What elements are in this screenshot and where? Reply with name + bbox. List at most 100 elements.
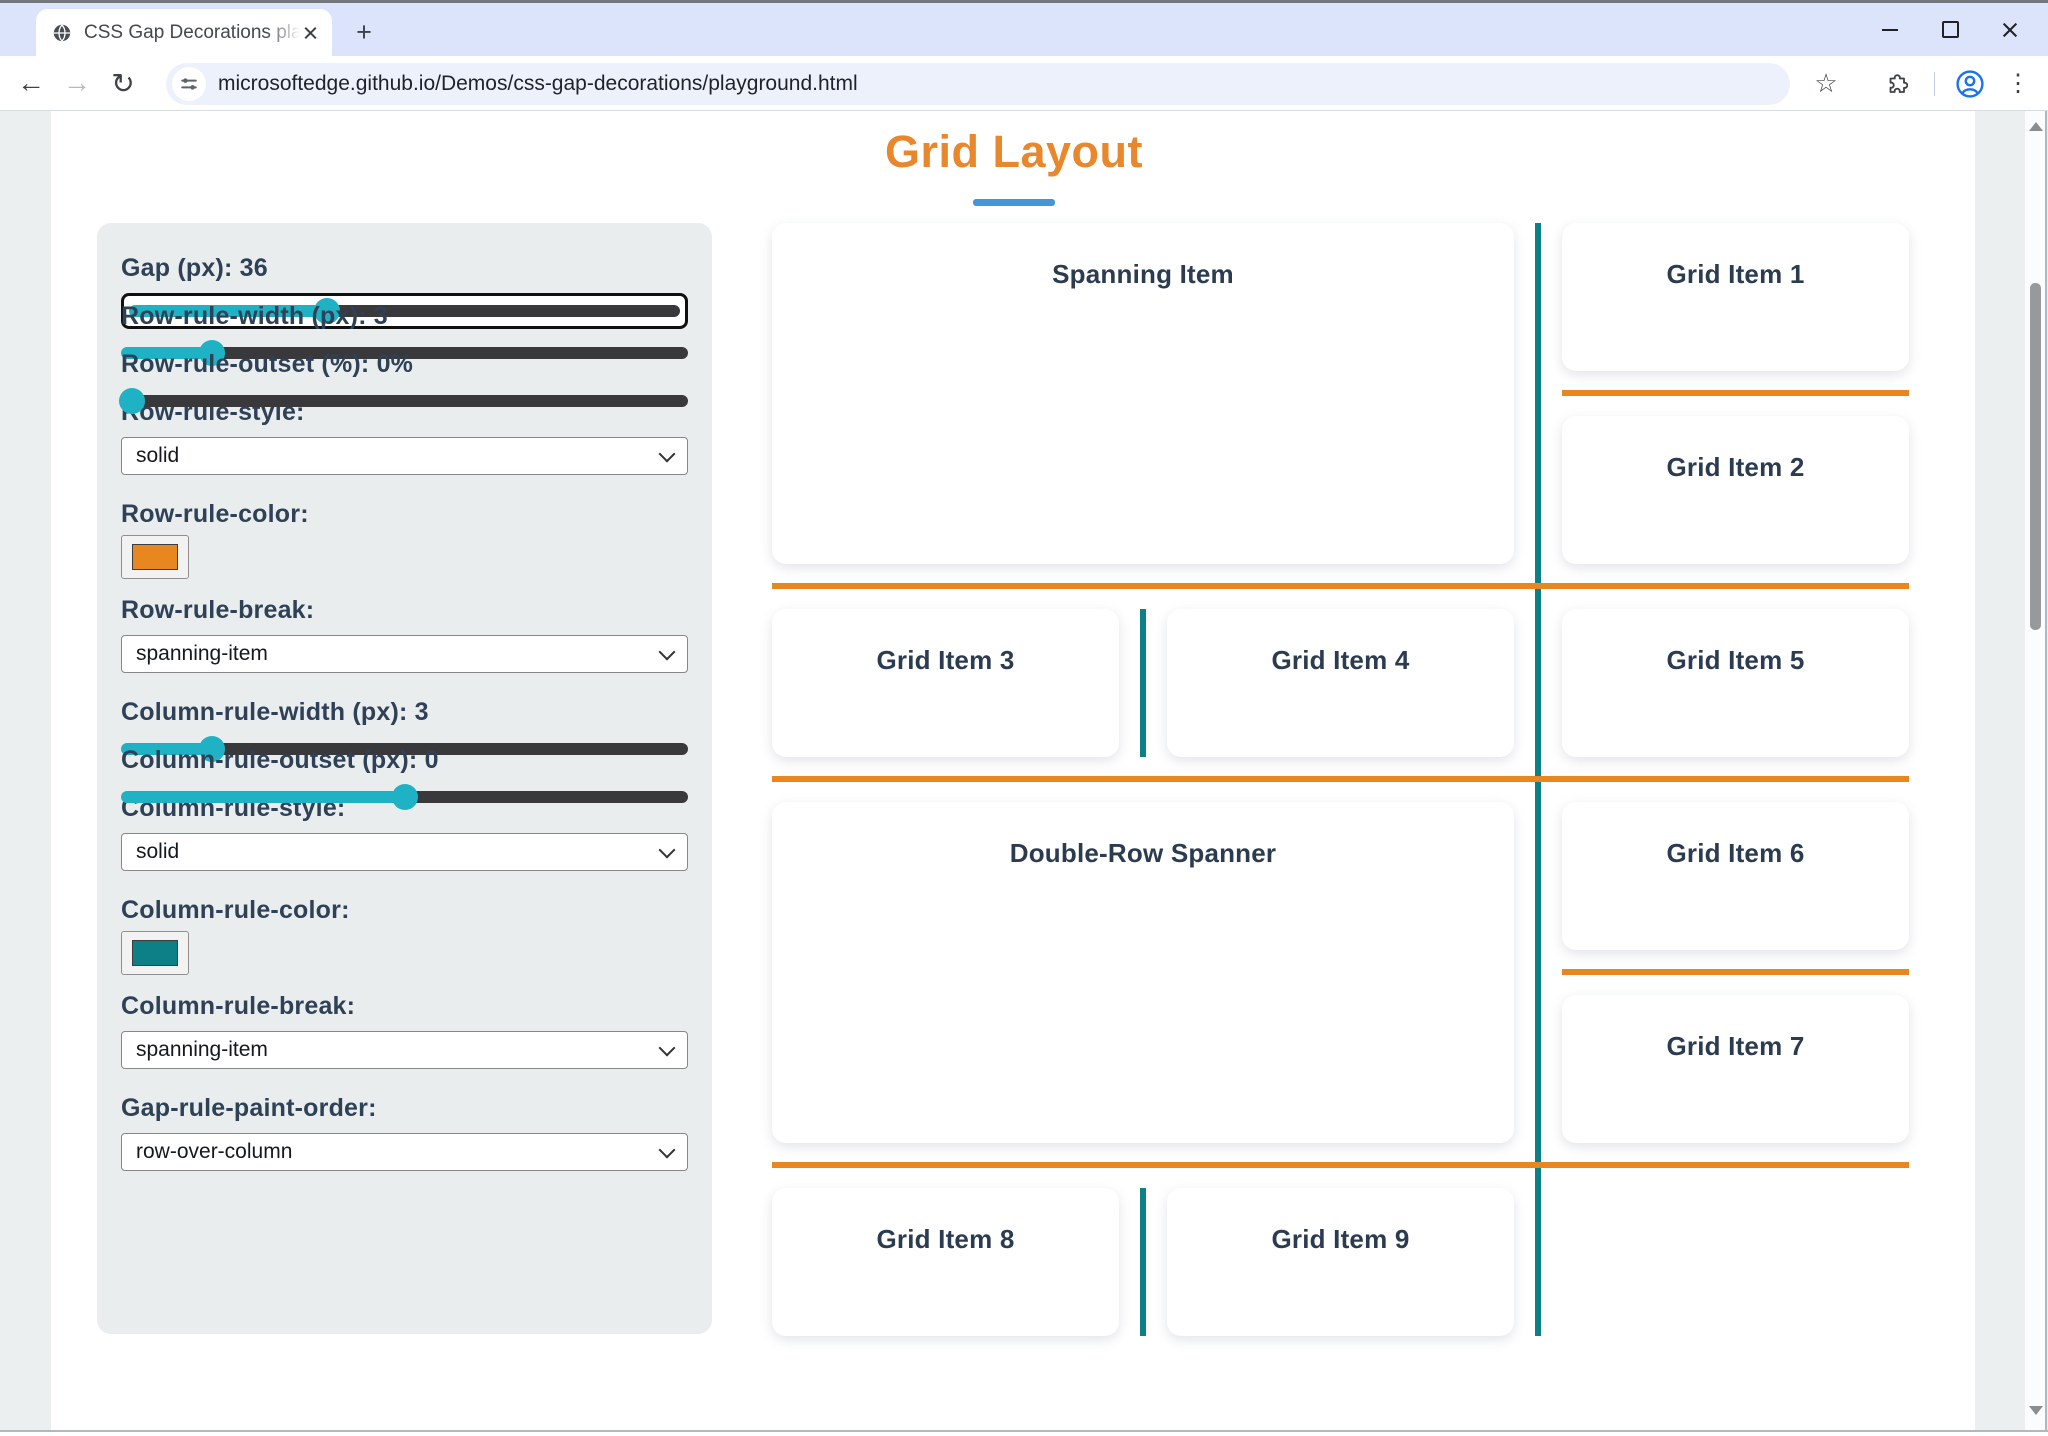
- grid-card-grid-item-3: Grid Item 3: [772, 609, 1119, 757]
- window-bottom-edge: [0, 1430, 2048, 1432]
- row-rule-outset-label: Row-rule-outset (%): 0%: [121, 350, 414, 378]
- row-rule: [772, 583, 1909, 589]
- row-rule-outset-slider[interactable]: [119, 388, 688, 414]
- scrollbar-up-icon[interactable]: [2029, 122, 2043, 131]
- grid-card-label: Grid Item 9: [1271, 1224, 1410, 1254]
- back-button[interactable]: ←: [17, 67, 45, 98]
- browser-toolbar: ← → ↻ microsoftedge.github.io/Demos/css-…: [0, 56, 2048, 111]
- forward-button[interactable]: →: [63, 67, 91, 98]
- column-rule-width-slider-thumb[interactable]: [198, 736, 225, 762]
- row-rule: [1562, 969, 1909, 975]
- chevron-down-icon: [658, 1039, 676, 1056]
- minimize-button[interactable]: [1860, 10, 1920, 50]
- profile-avatar-icon[interactable]: [1948, 56, 1992, 111]
- column-rule: [1140, 609, 1146, 757]
- browser-tab[interactable]: CSS Gap Decorations playground: [36, 9, 332, 56]
- grid-card-label: Grid Item 5: [1666, 645, 1805, 675]
- new-tab-button[interactable]: +: [356, 17, 372, 47]
- column-rule-break-label: Column-rule-break:: [121, 992, 356, 1020]
- column-rule-color-swatch: [132, 940, 178, 966]
- gap-rule-paint-order-select[interactable]: row-over-column: [121, 1133, 688, 1171]
- grid-card-grid-item-1: Grid Item 1: [1562, 223, 1909, 371]
- grid-card-grid-item-9: Grid Item 9: [1167, 1188, 1514, 1336]
- row-rule-width-slider[interactable]: [121, 340, 688, 366]
- grid-card-label: Grid Item 3: [876, 645, 1015, 675]
- column-rule: [1140, 1188, 1146, 1336]
- maximize-button[interactable]: [1920, 10, 1980, 50]
- browser-menu-icon[interactable]: ⋮: [2006, 70, 2030, 97]
- gap-slider-thumb[interactable]: [314, 298, 341, 324]
- row-rule-width-group: Row-rule-width (px): 3: [121, 301, 688, 366]
- row-rule-style-group: Row-rule-style:solid: [121, 397, 688, 475]
- column-rule-break-select[interactable]: spanning-item: [121, 1031, 688, 1069]
- row-rule-break-group: Row-rule-break: spanning-item: [121, 595, 688, 673]
- gap-rule-paint-order-select-value: row-over-column: [136, 1140, 293, 1163]
- gap-label: Gap (px): 36: [121, 254, 268, 282]
- grid-card-grid-item-2: Grid Item 2: [1562, 416, 1909, 564]
- column-rule-color-label: Column-rule-color:: [121, 896, 350, 924]
- title-underline: [973, 199, 1055, 206]
- chevron-down-icon: [658, 1141, 676, 1158]
- row-rule: [1562, 390, 1909, 396]
- row-rule-color-label: Row-rule-color:: [121, 500, 309, 528]
- column-rule-outset-slider-thumb[interactable]: [391, 784, 418, 810]
- tab-favicon-globe-icon: [52, 23, 72, 43]
- gap-slider-focus-ring: [121, 293, 688, 329]
- row-rule-width-label: Row-rule-width (px): 3: [121, 302, 388, 330]
- row-rule-break-select[interactable]: spanning-item: [121, 635, 688, 673]
- chevron-down-icon: [658, 445, 676, 462]
- grid-card-label: Grid Item 7: [1666, 1031, 1805, 1061]
- column-rule-width-label: Column-rule-width (px): 3: [121, 698, 429, 726]
- bookmark-star-icon[interactable]: ☆: [1814, 68, 1838, 98]
- close-icon: [2001, 21, 2019, 39]
- column-rule-color-group: Column-rule-color:: [121, 895, 688, 975]
- grid-card-grid-item-6: Grid Item 6: [1562, 802, 1909, 950]
- grid-card-label: Grid Item 1: [1666, 259, 1805, 289]
- maximize-icon: [1941, 21, 1959, 38]
- grid-card-label: Grid Item 2: [1666, 452, 1805, 482]
- scrollbar-thumb[interactable]: [2030, 283, 2041, 630]
- tab-title: CSS Gap Decorations playground: [84, 21, 300, 44]
- controls-panel: Gap (px): 36 Row-rule-width (px): 3 Row-ru…: [97, 223, 712, 1334]
- close-window-button[interactable]: [1980, 10, 2040, 50]
- site-settings-tune-icon[interactable]: [172, 67, 206, 101]
- grid-card-label: Spanning Item: [1052, 259, 1234, 289]
- minimize-icon: [1882, 28, 1898, 31]
- gap-group: Gap (px): 36: [121, 253, 688, 329]
- window-right-edge: [2045, 3, 2047, 1430]
- row-rule-style-select[interactable]: solid: [121, 437, 688, 475]
- toolbar-separator: [1934, 72, 1935, 96]
- url-text: microsoftedge.github.io/Demos/css-gap-de…: [218, 72, 858, 95]
- row-rule-break-label: Row-rule-break:: [121, 596, 315, 624]
- gap-rule-paint-order-label: Gap-rule-paint-order:: [121, 1094, 377, 1122]
- grid-card-grid-item-8: Grid Item 8: [772, 1188, 1119, 1336]
- extensions-puzzle-icon[interactable]: [1876, 56, 1916, 111]
- chevron-down-icon: [658, 841, 676, 858]
- grid-card-double-row-spanner: Double-Row Spanner: [772, 802, 1514, 1143]
- column-rule-width-slider[interactable]: [121, 736, 688, 762]
- column-rule-outset-slider[interactable]: [121, 784, 688, 810]
- grid-card-spanning-item: Spanning Item: [772, 223, 1514, 564]
- grid-card-label: Double-Row Spanner: [1009, 838, 1277, 868]
- tab-close-icon[interactable]: [300, 22, 322, 44]
- row-rule-outset-group: Row-rule-outset (%): 0%: [119, 349, 688, 414]
- reload-button[interactable]: ↻: [111, 67, 135, 99]
- row-rule-outset-slider-thumb[interactable]: [119, 388, 146, 414]
- column-rule-width-group: Column-rule-width (px): 3: [121, 697, 688, 762]
- row-rule-width-slider-thumb[interactable]: [198, 340, 225, 366]
- column-rule-outset-group: Column-rule-outset (px): 0: [121, 745, 688, 810]
- scrollbar-down-icon[interactable]: [2029, 1406, 2043, 1415]
- column-rule-style-select[interactable]: solid: [121, 833, 688, 871]
- row-rule-color-swatch: [132, 544, 178, 570]
- row-rule-color-group: Row-rule-color:: [121, 499, 688, 579]
- grid-card-grid-item-4: Grid Item 4: [1167, 609, 1514, 757]
- address-bar[interactable]: microsoftedge.github.io/Demos/css-gap-de…: [166, 63, 1790, 105]
- gap-slider[interactable]: [129, 298, 680, 324]
- window-controls: [1860, 3, 2040, 56]
- grid-card-label: Grid Item 8: [876, 1224, 1015, 1254]
- column-rule-color-picker[interactable]: [121, 931, 189, 975]
- grid-card-grid-item-5: Grid Item 5: [1562, 609, 1909, 757]
- row-rule-color-picker[interactable]: [121, 535, 189, 579]
- column-rule-break-select-value: spanning-item: [136, 1038, 268, 1061]
